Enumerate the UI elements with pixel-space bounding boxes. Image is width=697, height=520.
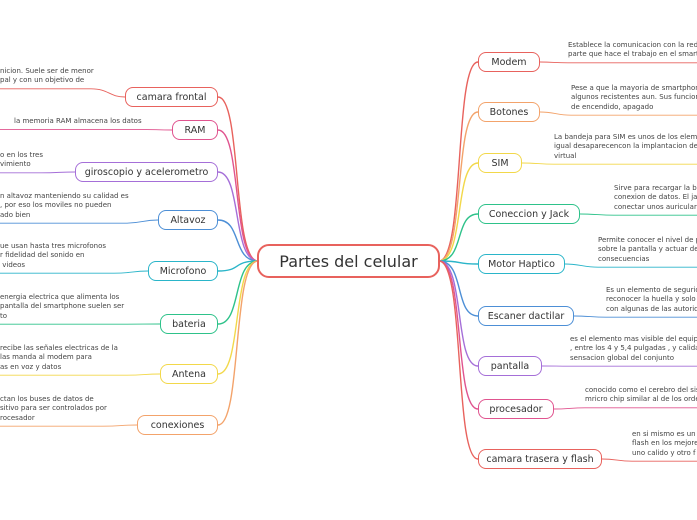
- central-topic-label: Partes del celular: [279, 251, 418, 271]
- right-topic-note: Establece la comunicacion con la red par…: [568, 41, 697, 59]
- right-topic-label: pantalla: [490, 360, 530, 372]
- right-topic-note: Pese a que la mayoria de smartphon algun…: [571, 84, 697, 111]
- right-topic-label: SIM: [491, 157, 509, 169]
- right-topic-note: conocido como el cerebro del sist mricro…: [585, 386, 697, 404]
- right-topic-note: La bandeja para SIM es unos de los eleme…: [554, 133, 697, 160]
- left-branch-line: [217, 96, 259, 262]
- left-topic-label: giroscopio y acelerometro: [84, 166, 209, 178]
- right-topic-node[interactable]: Modem: [478, 52, 540, 72]
- left-topic-label: Microfono: [159, 265, 207, 277]
- right-topic-label: Motor Haptico: [488, 258, 555, 270]
- right-topic-label: procesador: [489, 403, 543, 415]
- left-note-line: [0, 88, 126, 98]
- left-note-line: [0, 424, 138, 427]
- left-topic-note: ue usan hasta tres microfonos r fidelida…: [0, 242, 107, 269]
- left-topic-label: Antena: [172, 368, 206, 380]
- right-note-line: [553, 407, 697, 410]
- left-note-line: [0, 219, 159, 224]
- right-topic-note: Es un elemento de segurid reconocer la h…: [606, 286, 697, 313]
- left-note-line: [0, 373, 161, 376]
- left-topic-label: bateria: [172, 318, 206, 330]
- left-topic-node[interactable]: RAM: [172, 120, 218, 140]
- left-note-line: [0, 171, 76, 174]
- left-topic-node[interactable]: giroscopio y acelerometro: [75, 162, 218, 182]
- right-topic-note: Permite conocer el nivel de p sobre la p…: [598, 236, 697, 263]
- right-branch-line: [438, 61, 479, 262]
- right-topic-node[interactable]: Motor Haptico: [478, 254, 565, 274]
- right-branch-line: [438, 162, 479, 262]
- left-topic-note: n altavoz manteniendo su calidad es , po…: [0, 192, 129, 219]
- left-branch-line: [217, 260, 259, 325]
- right-topic-node[interactable]: SIM: [478, 153, 522, 173]
- right-note-line: [521, 162, 697, 165]
- left-topic-note: nicion. Suele ser de menor pal y con un …: [0, 67, 94, 85]
- left-topic-label: camara frontal: [136, 91, 207, 103]
- right-branch-line: [438, 213, 479, 262]
- right-topic-node[interactable]: procesador: [478, 399, 554, 419]
- right-topic-note: en si mismo es un flash en los mejore un…: [632, 430, 697, 457]
- left-topic-note: energia electrica que alimenta los panta…: [0, 293, 125, 320]
- right-topic-note: es el elemento mas visible del equipo , …: [570, 335, 697, 362]
- right-topic-label: Escaner dactilar: [487, 310, 565, 322]
- left-branch-line: [217, 171, 259, 262]
- right-topic-label: Modem: [491, 56, 527, 68]
- left-branch-line: [217, 129, 259, 262]
- left-topic-label: RAM: [184, 124, 206, 136]
- right-note-line: [573, 315, 697, 318]
- right-topic-label: Botones: [489, 106, 529, 118]
- left-branch-line: [217, 219, 259, 262]
- left-topic-note: la memoria RAM almacena los datos: [14, 117, 142, 125]
- central-topic[interactable]: Partes del celular: [257, 244, 440, 278]
- right-topic-node[interactable]: pantalla: [478, 356, 542, 376]
- right-note-line: [564, 263, 697, 268]
- left-topic-node[interactable]: conexiones: [137, 415, 218, 435]
- left-topic-node[interactable]: Antena: [160, 364, 218, 384]
- left-topic-label: Altavoz: [170, 214, 206, 226]
- right-note-line: [539, 61, 697, 64]
- left-note-line: [0, 270, 149, 274]
- left-branch-line: [217, 260, 259, 426]
- right-topic-label: Coneccion y Jack: [488, 208, 570, 220]
- left-topic-node[interactable]: Altavoz: [158, 210, 218, 230]
- right-branch-line: [438, 260, 479, 410]
- right-branch-line: [438, 260, 479, 317]
- right-note-line: [601, 458, 697, 462]
- left-branch-line: [217, 260, 259, 272]
- right-branch-line: [438, 111, 479, 262]
- left-note-line: [0, 128, 173, 131]
- left-topic-label: conexiones: [150, 419, 205, 431]
- right-topic-node[interactable]: Escaner dactilar: [478, 306, 574, 326]
- right-topic-node[interactable]: Coneccion y Jack: [478, 204, 580, 224]
- right-note-line: [579, 213, 697, 216]
- left-topic-note: ctan los buses de datos de sitivo para s…: [0, 395, 107, 422]
- right-branch-line: [438, 260, 479, 265]
- right-note-line: [539, 111, 697, 116]
- left-topic-node[interactable]: camara frontal: [125, 87, 218, 107]
- right-topic-label: camara trasera y flash: [486, 453, 594, 465]
- left-topic-note: recibe las señales electricas de la las …: [0, 344, 118, 371]
- left-topic-note: o en los tres vimiento: [0, 151, 43, 169]
- left-topic-node[interactable]: bateria: [160, 314, 218, 334]
- right-branch-line: [438, 260, 479, 460]
- right-topic-note: Sirve para recargar la ba conexion de da…: [614, 184, 697, 211]
- right-topic-node[interactable]: Botones: [478, 102, 540, 122]
- left-topic-node[interactable]: Microfono: [148, 261, 218, 281]
- right-topic-node[interactable]: camara trasera y flash: [478, 449, 602, 469]
- left-branch-line: [217, 260, 259, 375]
